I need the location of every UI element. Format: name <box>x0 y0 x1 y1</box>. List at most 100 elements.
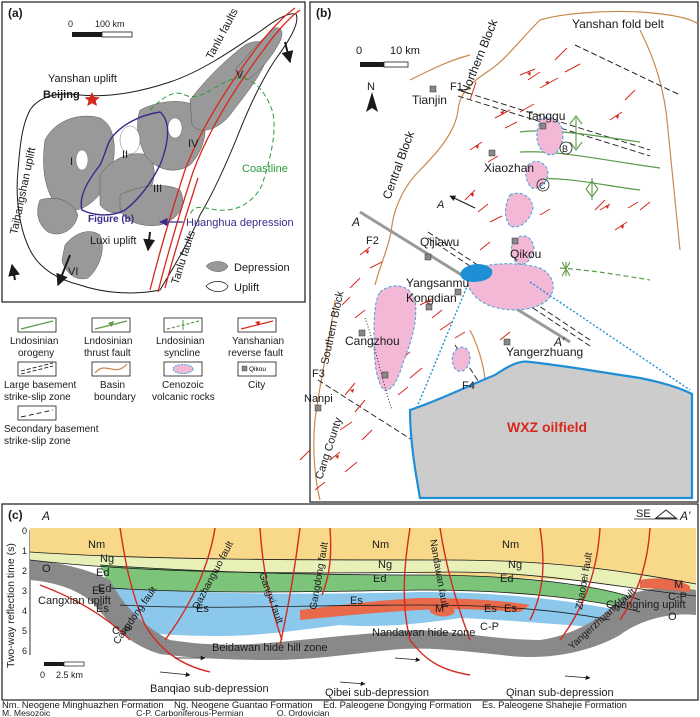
huanghua-label: Huanghua depression <box>186 217 294 229</box>
city-icon <box>488 149 496 157</box>
layer-label: C-P <box>480 621 499 633</box>
y-tick-label: 4 <box>22 606 27 616</box>
beijing-label: Beijing <box>43 89 80 101</box>
region-label: V <box>236 69 244 81</box>
blue-body <box>460 264 493 282</box>
city-icon <box>358 329 366 337</box>
city-icon <box>381 371 389 379</box>
fold-belt-line <box>574 44 681 96</box>
legend-item-label: City <box>248 380 265 391</box>
city-icon <box>314 404 322 412</box>
direction-arrow <box>449 195 476 209</box>
figure-b-label: Figure (b) <box>88 214 134 225</box>
y-tick-label: 0 <box>22 526 27 536</box>
layer-label: C-P <box>112 625 131 637</box>
yanshan-fold-belt-label: Yanshan fold belt <box>572 17 665 31</box>
oilfield-label: WXZ oilfield <box>507 419 587 435</box>
legend-item-label: Cenozoic <box>162 380 204 391</box>
luxi-uplift-label: Luxi uplift <box>90 235 136 247</box>
city-markers <box>314 85 547 412</box>
region-label: IV <box>188 138 199 150</box>
coastline-line <box>149 77 275 216</box>
layer-label: Ed <box>373 573 386 585</box>
marker-b-label: B <box>562 144 568 154</box>
layer-ng <box>30 552 696 596</box>
panel-c: (c) A A' SE 0 1 2 3 4 5 6 Two-way reflec… <box>1 503 699 701</box>
fault-label: F3 <box>312 368 325 380</box>
city-label: Cangzhou <box>345 334 400 348</box>
north-arrow-icon <box>366 92 378 112</box>
caption-line-1: Nm. Neogene Minghuazhen Formation Ng. Ne… <box>2 699 627 710</box>
marker-c-circle <box>536 178 550 192</box>
legend-item-label: Lndosinian <box>156 336 204 347</box>
map-legend: Lndosinian orogeny Lndosinian thrust fau… <box>4 317 284 447</box>
legend-item-label: syncline <box>164 348 201 359</box>
layer-label: C-P <box>668 591 687 603</box>
city-icon <box>539 122 547 130</box>
legend-item-label: Yanshanian <box>232 336 284 347</box>
panel-c-label: (c) <box>8 508 23 522</box>
section-scale-zero: 0 <box>40 670 45 680</box>
north-label: N <box>367 81 375 93</box>
legend-item-label: strike-slip zone <box>4 392 71 403</box>
legend-item-label: Large basement <box>4 380 76 391</box>
section-a-prime-label: A' <box>553 335 565 349</box>
structure-label: Cangxian uplift <box>38 595 111 607</box>
legend-city-symbol-text: Qikou <box>249 366 266 373</box>
panel-a: (a) 0 100 km <box>1 1 306 303</box>
legend-item-label: strike-slip zone <box>4 436 71 447</box>
y-tick-label: 5 <box>22 626 27 636</box>
legend-item-label: Lndosinian <box>10 336 58 347</box>
legend-uplift-label: Uplift <box>234 282 259 294</box>
city-icon <box>511 237 519 245</box>
layer-label: O <box>668 611 677 623</box>
legend-item-label: reverse fault <box>228 348 283 359</box>
legend-item-label: Lndosinian <box>84 336 132 347</box>
layer-label: Es <box>92 585 105 597</box>
y-tick-label: 2 <box>22 566 27 576</box>
layer-m-patch <box>640 578 690 592</box>
city-icon <box>429 85 437 93</box>
city-label: Nanpi <box>304 393 333 405</box>
layer-label: Es <box>96 603 109 615</box>
city-label: Qikou <box>510 247 541 261</box>
cross-section-a-label: A <box>41 509 50 523</box>
layer-label: Nm <box>88 539 105 551</box>
city-label: Kongdian <box>406 291 457 305</box>
city-icon <box>454 288 462 296</box>
legend-depression-swatch <box>205 261 229 272</box>
direction-triangle-icon <box>654 509 678 519</box>
layer-label: Ng <box>378 559 392 571</box>
coastline-label: Coastline <box>242 163 288 175</box>
layer-label: O <box>42 563 51 575</box>
structure-label: Qibei sub-depression <box>325 687 429 699</box>
direction-se-label: SE <box>636 508 651 520</box>
panel-b-scale-zero: 0 <box>356 45 362 57</box>
panel-b: (b) 0 10 km N Yanshan fold belt Northern… <box>299 1 699 503</box>
panel-b-scale-label: 10 km <box>390 45 420 57</box>
legend-depression-label: Depression <box>234 262 290 274</box>
y-tick-label: 6 <box>22 646 27 656</box>
legend-item-label: Secondary basement <box>4 424 99 435</box>
layer-label: Ed <box>96 567 109 579</box>
layer-label: Nm <box>372 539 389 551</box>
city-label: Tianjin <box>412 93 447 107</box>
y-tick-label: 1 <box>22 546 27 556</box>
zoom-line-left <box>414 283 469 413</box>
layer-label: Nm <box>502 539 519 551</box>
marker-b-circle <box>559 141 573 155</box>
panel-a-label: (a) <box>8 6 23 20</box>
y-axis-ticks: 0 1 2 3 4 5 6 <box>22 526 27 656</box>
structure-label: Banqiao sub-depression <box>150 683 269 695</box>
city-icon <box>503 338 511 346</box>
panel-b-label: (b) <box>316 6 331 20</box>
oilfield-area <box>408 360 694 500</box>
layer-label: Ng <box>508 559 522 571</box>
layer-label: Es <box>484 603 497 615</box>
region-label: III <box>153 183 162 195</box>
layer-label: M <box>674 579 683 591</box>
city-icon <box>425 303 433 311</box>
layer-label: Ed <box>98 583 111 595</box>
city-label: Yangsanmu <box>406 276 469 290</box>
